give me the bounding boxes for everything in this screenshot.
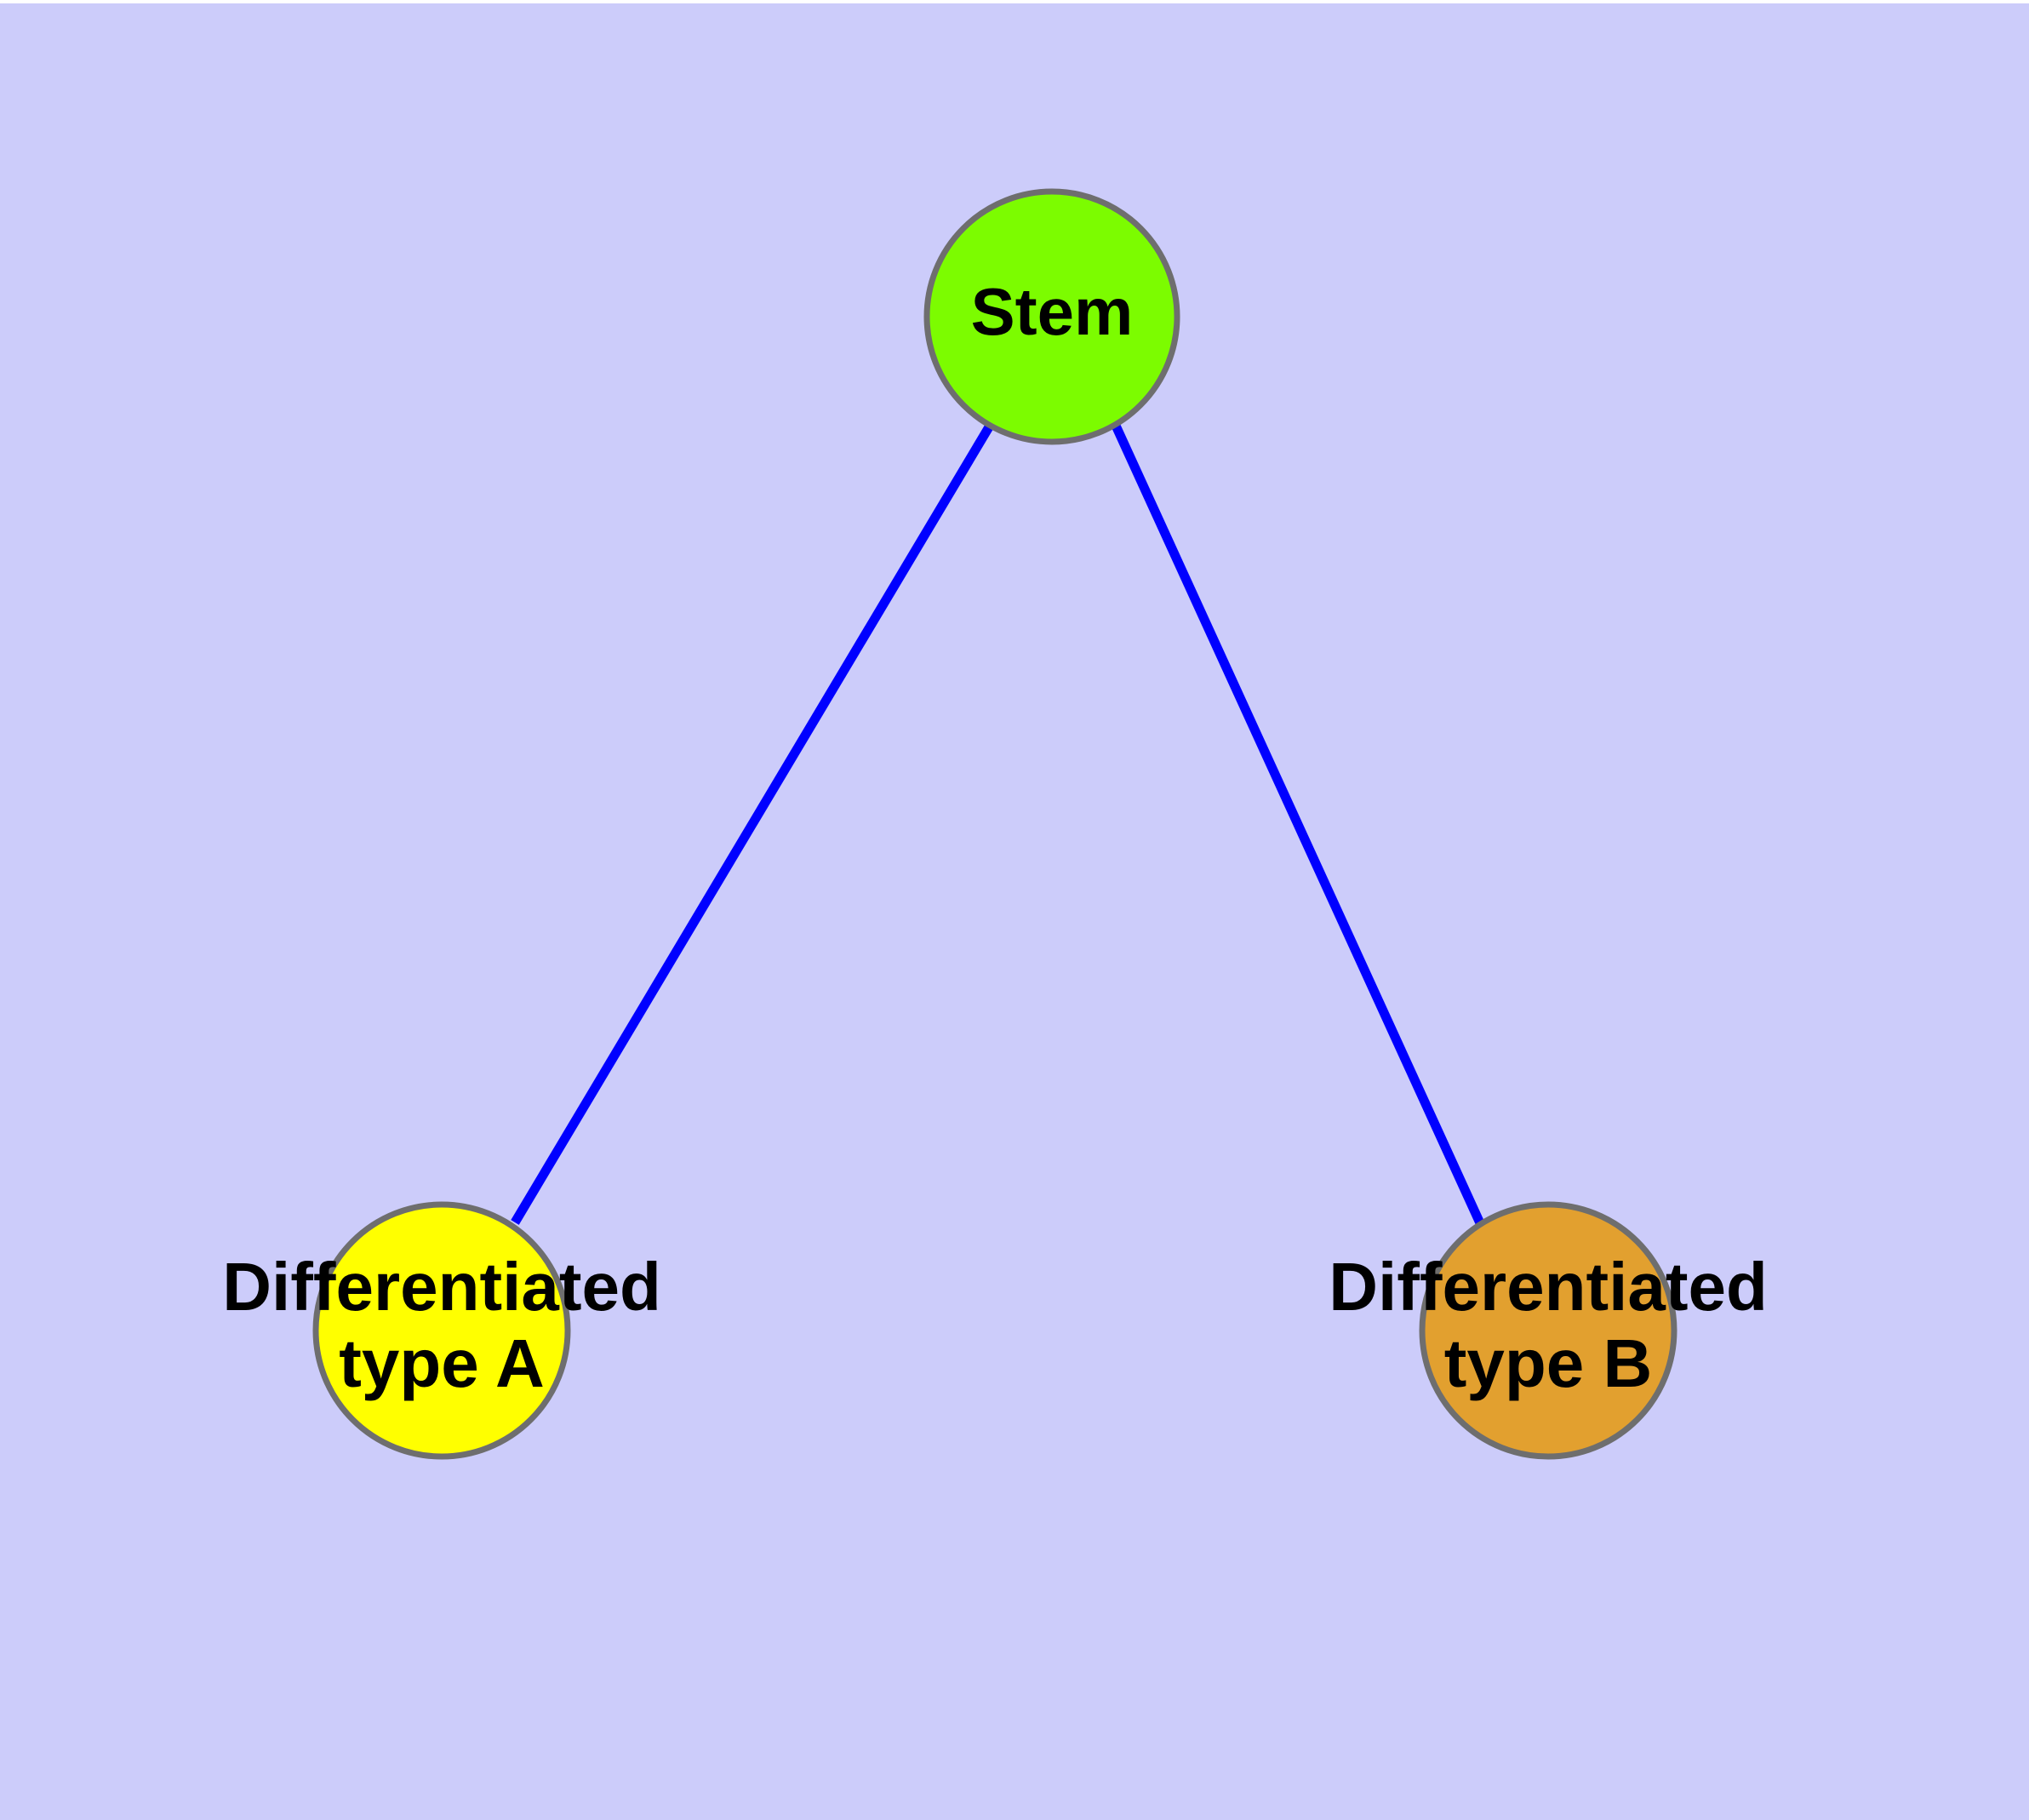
node-differentiated-type-b-circle[interactable] (1419, 1201, 1677, 1460)
node-stem-label: Stem (971, 274, 1134, 349)
edges-layer (511, 423, 1486, 1228)
node-label-line: type B (1444, 1325, 1653, 1401)
edge-stem-to-differentiated-type-b[interactable] (1111, 423, 1486, 1228)
node-label-line: type A (339, 1325, 545, 1401)
node-stem-circle[interactable] (923, 188, 1180, 445)
node-label-line: Differentiated (222, 1249, 661, 1325)
nodes-layer (312, 188, 1677, 1460)
node-differentiated-type-a-circle[interactable] (312, 1201, 571, 1460)
node-label-line: Differentiated (1329, 1249, 1768, 1325)
edge-stem-to-differentiated-type-a[interactable] (511, 423, 994, 1225)
node-label-line: Stem (971, 274, 1134, 349)
